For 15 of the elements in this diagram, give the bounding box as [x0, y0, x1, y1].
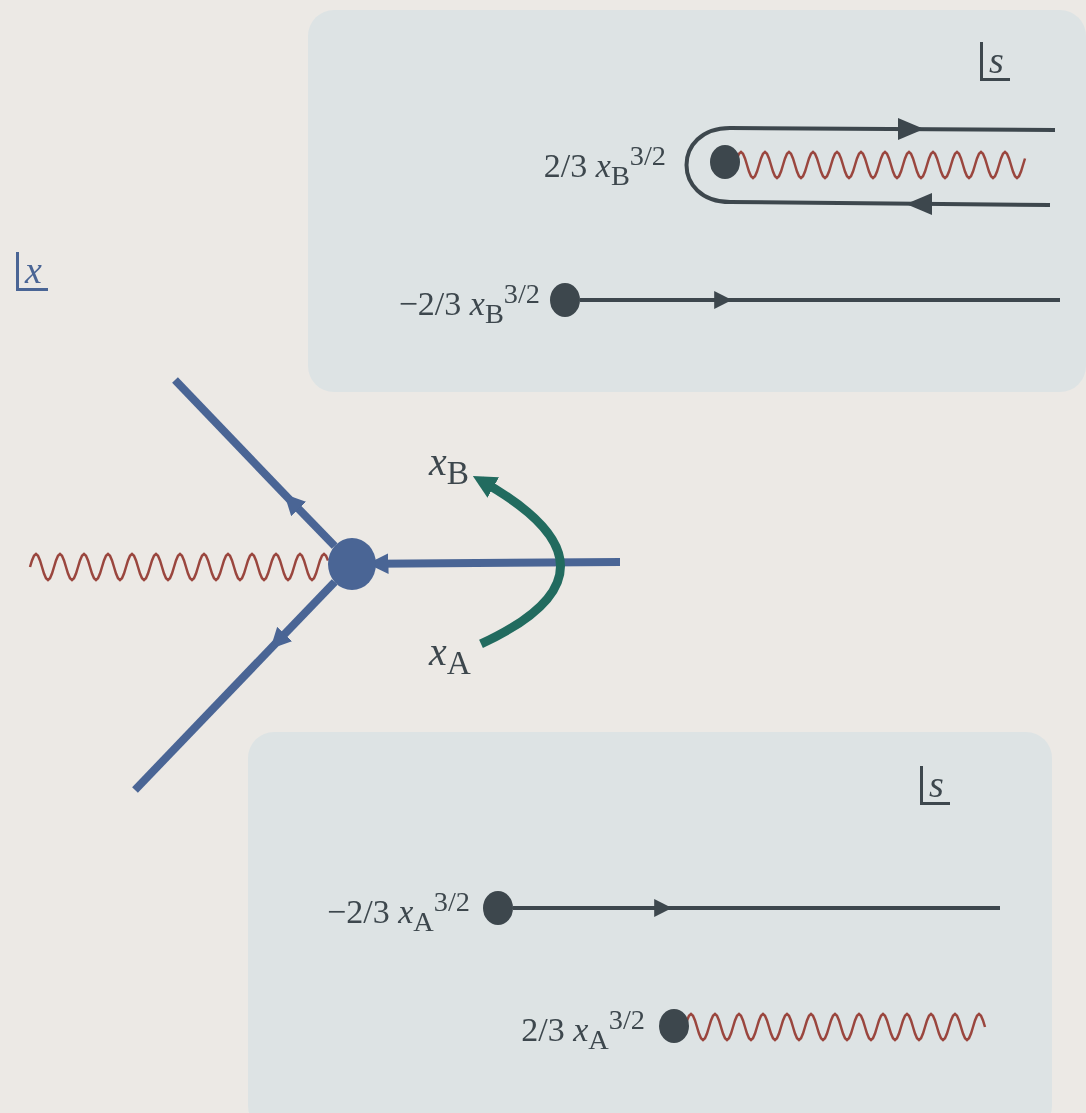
variable-label: s — [980, 42, 1010, 81]
plane-panel — [248, 732, 1052, 1113]
plane-panel — [308, 10, 1086, 392]
branch-point-dot — [710, 145, 740, 179]
curved-arrow — [473, 475, 565, 648]
arrow-line — [270, 579, 338, 649]
branch-point-dot — [483, 891, 513, 925]
point-label: x$_{B}$ — [429, 442, 469, 493]
point-label: x$_{A}$ — [429, 632, 471, 683]
arrow-line — [284, 494, 338, 549]
branch-point-dot — [659, 1009, 689, 1043]
branch-point-dot — [550, 283, 580, 317]
variable-label: s — [920, 766, 950, 805]
vertex-dot — [328, 538, 376, 590]
variable-label: x — [16, 252, 48, 291]
